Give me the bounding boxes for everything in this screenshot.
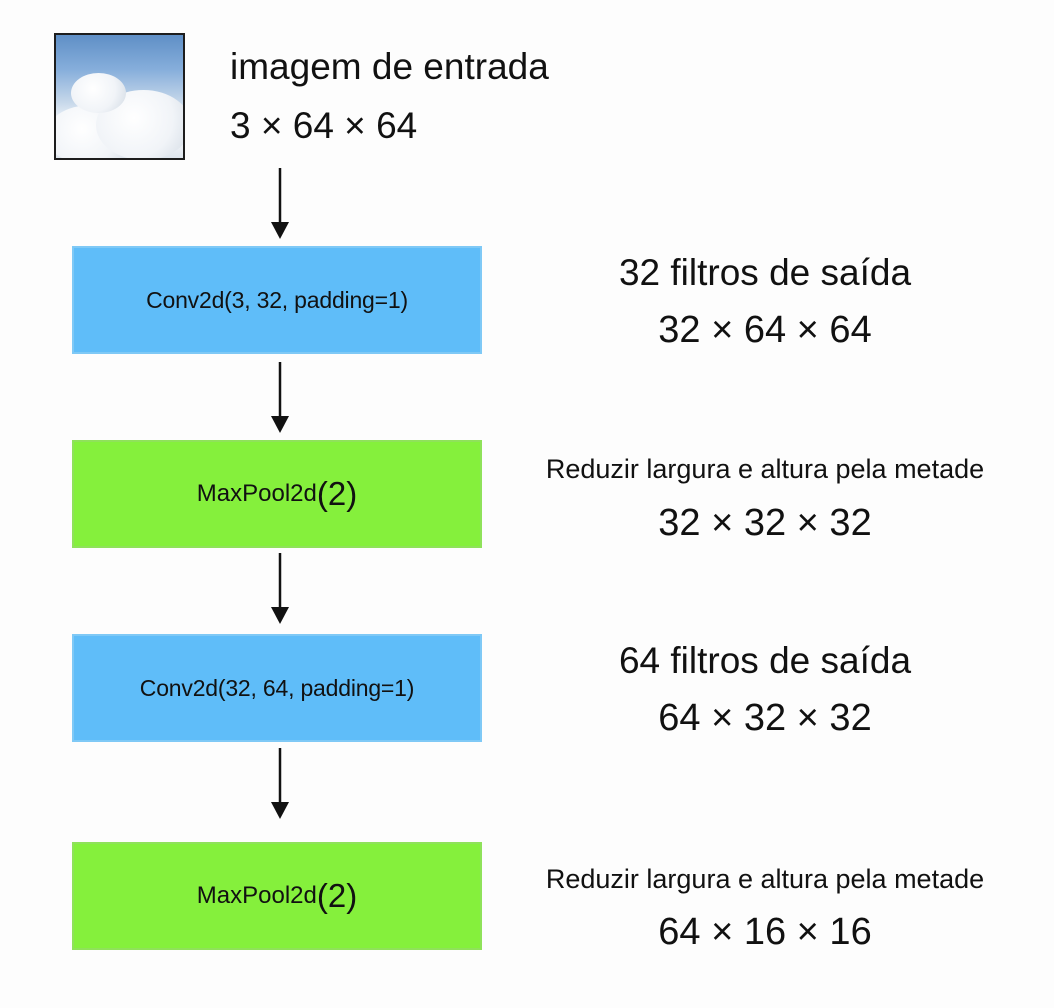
annotation-3-text: 64 filtros de saída [618, 640, 912, 681]
down-arrow-icon [268, 748, 292, 820]
down-arrow-icon [268, 553, 292, 625]
conv-layer-2-label: Conv2d(32, 64, padding=1) [139, 674, 415, 701]
conv-layer-2: Conv2d(32, 64, padding=1) [72, 634, 482, 742]
annotation-2-text: Reduzir largura e altura pela metade [545, 454, 985, 484]
down-arrow-icon [268, 168, 292, 240]
down-arrow-icon [268, 362, 292, 434]
pool-layer-1: MaxPool2d(2) [72, 440, 482, 548]
pool-layer-1-arg: (2) [316, 475, 358, 512]
annotation-4-text: Reduzir largura e altura pela metade [545, 864, 985, 894]
annotation-2-dims: 32 × 32 × 32 [658, 502, 872, 544]
input-dims: 3 × 64 × 64 [230, 105, 418, 146]
input-title: imagem de entrada [230, 46, 549, 87]
conv-layer-1: Conv2d(3, 32, padding=1) [72, 246, 482, 354]
pool-layer-2-arg: (2) [316, 877, 358, 914]
annotation-1-text: 32 filtros de saída [618, 252, 912, 293]
cloud-shape [71, 73, 126, 113]
pool-layer-2-label: MaxPool2d [196, 882, 317, 909]
input-image-thumbnail [54, 33, 185, 160]
annotation-4-dims: 64 × 16 × 16 [658, 911, 872, 953]
annotation-3-dims: 64 × 32 × 32 [658, 697, 872, 739]
pool-layer-2: MaxPool2d(2) [72, 842, 482, 950]
annotation-1-dims: 32 × 64 × 64 [658, 309, 872, 351]
pool-layer-1-label: MaxPool2d [196, 480, 317, 507]
conv-layer-1-label: Conv2d(3, 32, padding=1) [146, 286, 408, 313]
